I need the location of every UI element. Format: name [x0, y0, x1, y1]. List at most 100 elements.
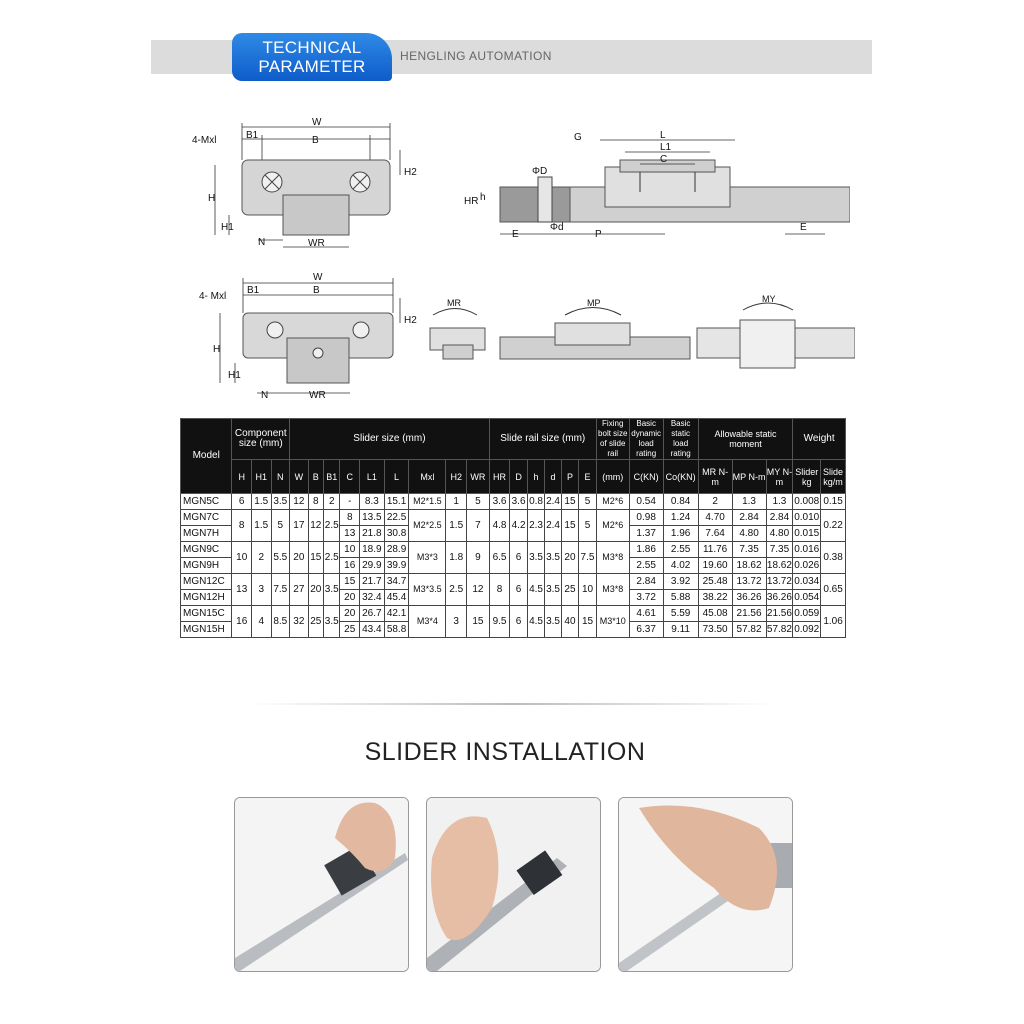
cell-c: - — [339, 493, 361, 510]
cell-c: 8 — [339, 509, 361, 526]
cell-c: 20 — [339, 589, 361, 606]
th-sub-1: H1 — [250, 459, 272, 494]
cell-mr: 38.22 — [697, 589, 733, 606]
cell-h: 16 — [231, 605, 252, 638]
cell-slider_kg: 0.059 — [792, 605, 822, 622]
cell-n: 8.5 — [270, 605, 291, 638]
th-sub-25: Slide kg/m — [820, 459, 846, 494]
cell-bolt: M3*8 — [595, 541, 630, 574]
cell-h2: 1.5 — [445, 509, 467, 542]
cell-ckn: 0.54 — [628, 493, 664, 510]
front-view-small-diagram: W B B1 4- Mxl H H1 H2 N WR — [199, 272, 417, 401]
badge-line-1: TECHNICAL — [262, 38, 362, 57]
cell-slider_kg: 0.092 — [792, 621, 822, 638]
install-photo-3 — [618, 797, 793, 972]
cell-d: 3.6 — [509, 493, 528, 510]
cell-n: 5 — [270, 509, 291, 542]
cell-h1: 4 — [250, 605, 272, 638]
th-sub-20: Co(KN) — [662, 459, 699, 494]
cell-b: 8 — [307, 493, 325, 510]
cell-slider_kg: 0.015 — [792, 525, 822, 542]
th-sub-22: MP N-m — [731, 459, 767, 494]
cell-mr: 11.76 — [697, 541, 733, 558]
label-W: W — [312, 117, 322, 128]
cell-c: 16 — [339, 557, 361, 574]
th-sub-9: Mxl — [408, 459, 447, 494]
label-4-mxl-2: 4- Mxl — [199, 291, 226, 302]
cell-rail_kg: 0.65 — [820, 573, 846, 606]
cell-cokn: 2.55 — [662, 541, 699, 558]
cell-h: 4.5 — [526, 573, 546, 606]
cell-h: 0.8 — [526, 493, 546, 510]
th-sub-4: B — [307, 459, 325, 494]
th-sub-21: MR N-m — [697, 459, 733, 494]
cell-slider_kg: 0.026 — [792, 557, 822, 574]
cell-l1: 18.9 — [359, 541, 385, 558]
cell-l: 45.4 — [383, 589, 410, 606]
cell-slider_kg: 0.010 — [792, 509, 822, 526]
cell-l: 58.8 — [383, 621, 410, 638]
cell-h2: 2.5 — [445, 573, 467, 606]
cell-h: 10 — [231, 541, 252, 574]
cell-l: 42.1 — [383, 605, 410, 622]
cell-bolt: M3*8 — [595, 573, 630, 606]
cell-mr: 7.64 — [697, 525, 733, 542]
cell-l1: 26.7 — [359, 605, 385, 622]
cell-h: 2.3 — [526, 509, 546, 542]
cell-h: 3.5 — [526, 541, 546, 574]
cell-my: 7.35 — [765, 541, 794, 558]
cell-model: MGN12H — [179, 589, 233, 606]
cell-c: 20 — [339, 605, 361, 622]
cell-mxl: M3*3.5 — [408, 573, 447, 606]
label-C: C — [660, 154, 667, 165]
cell-b1: 3.5 — [323, 573, 341, 606]
th-component: Component size (mm) — [231, 418, 291, 460]
label-WR: WR — [308, 238, 325, 249]
cell-e: 15 — [578, 605, 597, 638]
cell-l1: 43.4 — [359, 621, 385, 638]
cell-h1: 1.5 — [250, 509, 272, 542]
cell-d: 3.5 — [544, 541, 562, 574]
moment-diagrams: MR MP MY — [429, 294, 855, 369]
cell-model: MGN5C — [179, 493, 233, 510]
cell-l1: 29.9 — [359, 557, 385, 574]
cell-ckn: 2.55 — [628, 557, 664, 574]
cell-model: MGN9C — [179, 541, 233, 558]
th-sub-15: d — [544, 459, 562, 494]
cell-mr: 25.48 — [697, 573, 733, 590]
cell-h: 8 — [231, 509, 252, 542]
cell-cokn: 9.11 — [662, 621, 699, 638]
cell-hr: 3.6 — [488, 493, 511, 510]
cell-b1: 2.5 — [323, 541, 341, 574]
label-E-right: E — [800, 222, 807, 233]
label-H1-2: H1 — [228, 370, 241, 381]
cell-c: 25 — [339, 621, 361, 638]
cell-ckn: 3.72 — [628, 589, 664, 606]
th-sub-2: N — [270, 459, 291, 494]
cell-hr: 4.8 — [488, 509, 511, 542]
cell-p: 25 — [560, 573, 580, 606]
cell-h1: 1.5 — [250, 493, 272, 510]
th-model: Model — [179, 418, 233, 494]
cell-h: 4.5 — [526, 605, 546, 638]
cell-e: 5 — [578, 493, 597, 510]
label-HR: HR — [464, 196, 478, 207]
cell-my: 2.84 — [765, 509, 794, 526]
cell-wr: 9 — [466, 541, 490, 574]
cell-cokn: 4.02 — [662, 557, 699, 574]
cell-mxl: M2*2.5 — [408, 509, 447, 542]
cell-h1: 3 — [250, 573, 272, 606]
cell-w: 17 — [289, 509, 309, 542]
th-weight: Weight — [792, 418, 846, 460]
th-sub-17: E — [578, 459, 597, 494]
cell-wr: 5 — [466, 493, 490, 510]
cell-mr: 19.60 — [697, 557, 733, 574]
cell-hr: 9.5 — [488, 605, 511, 638]
th-sub-24: Slider kg — [792, 459, 822, 494]
cell-mp: 2.84 — [731, 509, 767, 526]
cell-n: 7.5 — [270, 573, 291, 606]
